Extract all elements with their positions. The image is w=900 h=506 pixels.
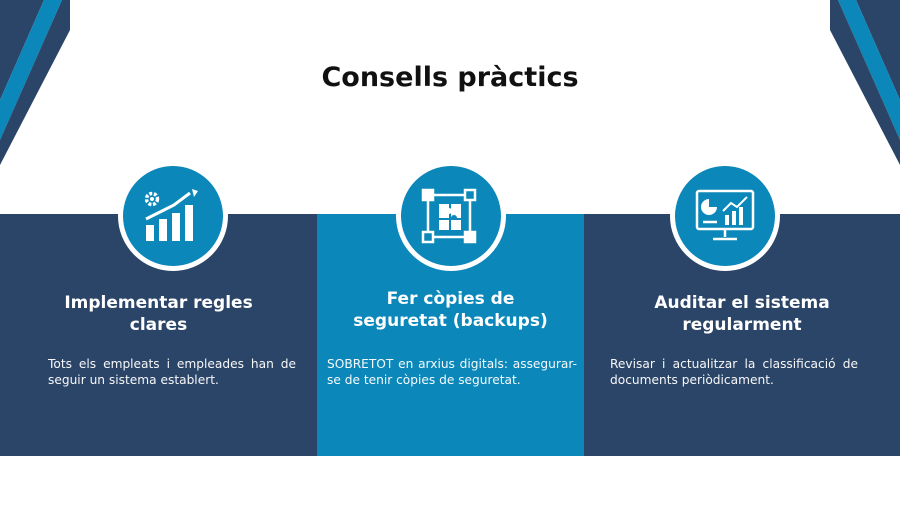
corner-decoration-left <box>0 0 70 165</box>
corner-decoration-right <box>830 0 900 165</box>
tip-card-heading: Auditar el sistema regularment <box>584 292 900 336</box>
tip-card-heading: Implementar regles clares <box>0 292 317 336</box>
tip-card-heading: Fer còpies de seguretat (backups) <box>317 288 584 332</box>
tip-card-text: SOBRETOT en arxius digitals: assegurar-s… <box>327 357 577 387</box>
heading-line: Implementar regles <box>64 293 253 313</box>
heading-line: clares <box>129 315 188 335</box>
heading-line: Fer còpies de <box>386 289 515 309</box>
slide-title: Consells pràctics <box>321 62 579 93</box>
heading-line: regularment <box>682 315 802 335</box>
growth-chart-gear-icon <box>118 161 228 271</box>
tip-card-text: Tots els empleats i empleades han de seg… <box>48 357 296 387</box>
heading-line: seguretat (backups) <box>353 311 548 331</box>
heading-line: Auditar el sistema <box>654 293 830 313</box>
puzzle-workflow-icon <box>396 161 506 271</box>
tip-card-text: Revisar i actualitzar la classificació d… <box>610 357 858 387</box>
monitor-analytics-icon <box>670 161 780 271</box>
